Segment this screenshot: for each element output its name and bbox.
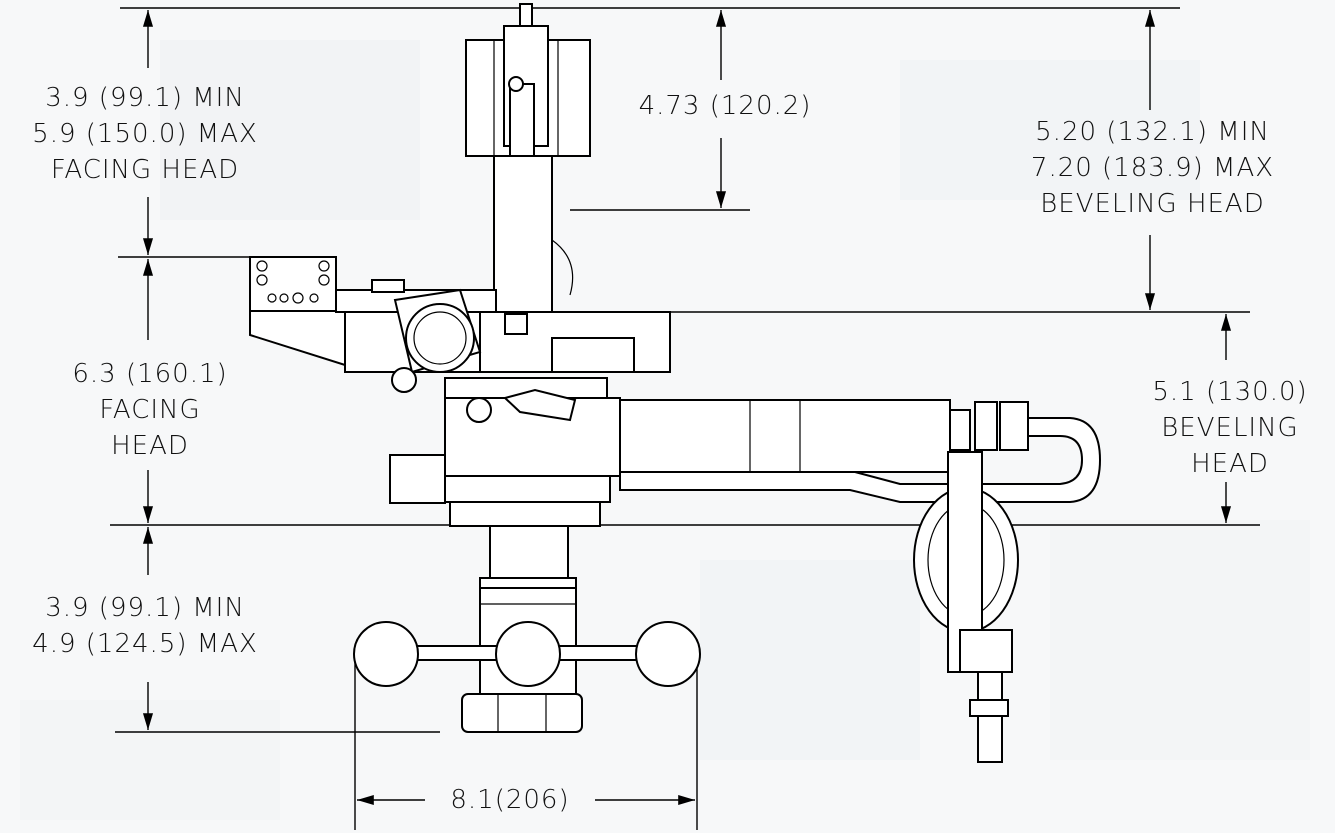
beveling-head-mid-value: 5.1 (130.0) [1152,377,1308,407]
center-top-dimension: 4.73 (120.2) [610,88,840,124]
beveling-head-top-max: 7.20 (183.9) MAX [1030,153,1275,183]
facing-head-top-max: 5.9 (150.0) MAX [32,119,258,149]
facing-head-top-min: 3.9 (99.1) MIN [45,83,245,113]
bottom-left-min: 3.9 (99.1) MIN [45,593,245,623]
facing-head-mid-value: 6.3 (160.1) [72,359,228,389]
facing-head-top-caption: FACING HEAD [50,155,240,185]
dimension-arrows [142,9,1232,806]
bottom-left-dimension: 3.9 (99.1) MIN 4.9 (124.5) MAX [0,590,290,662]
beveling-head-mid-dimension: 5.1 (130.0) BEVELING HEAD [1125,374,1335,482]
beveling-head-top-min: 5.20 (132.1) MIN [1035,117,1270,147]
beveling-head-top-caption: BEVELING HEAD [1040,189,1265,219]
width-value: 8.1(206) [450,785,570,815]
beveling-head-mid-caption-1: BEVELING [1161,413,1299,443]
facing-head-mid-dimension: 6.3 (160.1) FACING HEAD [40,356,260,464]
facing-head-top-dimension: 3.9 (99.1) MIN 5.9 (150.0) MAX FACING HE… [0,80,290,188]
beveling-head-top-dimension: 5.20 (132.1) MIN 7.20 (183.9) MAX BEVELI… [995,114,1310,222]
extension-lines [110,7,1260,830]
facing-head-mid-caption-1: FACING [99,395,201,425]
machine-parts [249,3,1102,763]
facing-head-mid-caption-2: HEAD [111,431,189,461]
bottom-left-max: 4.9 (124.5) MAX [32,629,258,659]
center-top-value: 4.73 (120.2) [638,91,812,121]
beveling-head-mid-caption-2: HEAD [1191,449,1269,479]
width-dimension: 8.1(206) [425,782,595,818]
